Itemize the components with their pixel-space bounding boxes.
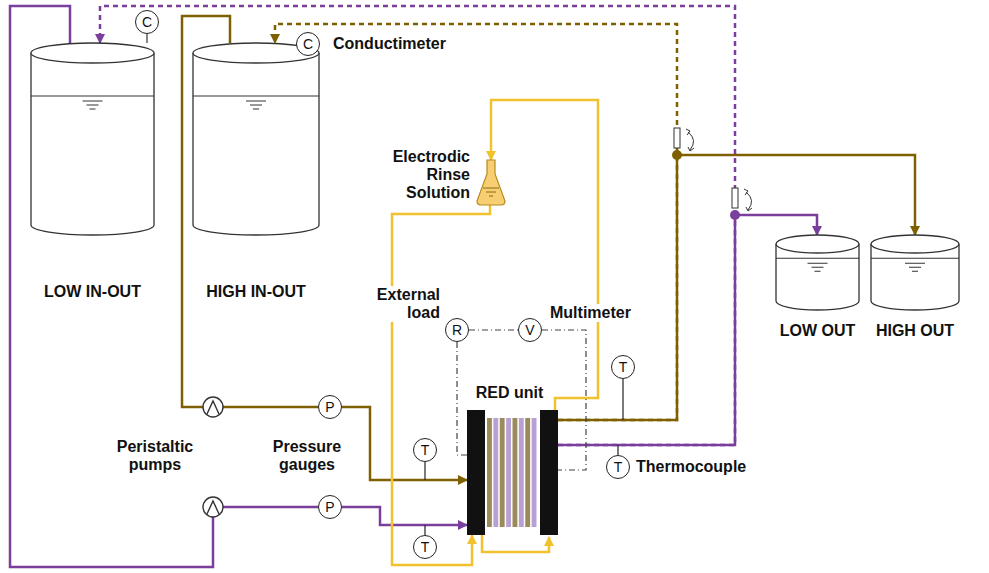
pipe-line bbox=[100, 6, 735, 445]
instrument-circle: R bbox=[445, 318, 469, 342]
shape-outline bbox=[467, 410, 558, 535]
shape-outline bbox=[192, 43, 320, 235]
wire bbox=[469, 329, 518, 330]
liquid-level bbox=[483, 188, 499, 196]
pipe-line bbox=[392, 205, 490, 565]
instrument-letter: P bbox=[325, 400, 334, 414]
instrument-circle: T bbox=[413, 535, 437, 559]
tank-top bbox=[776, 235, 859, 253]
instrument-circle: C bbox=[135, 10, 159, 34]
tank-label: HIGH IN-OUT bbox=[206, 283, 306, 301]
storage-tank: LOW OUT bbox=[775, 235, 860, 310]
instrument-letter: T bbox=[614, 460, 623, 474]
storage-tank: HIGH IN-OUT bbox=[192, 43, 320, 235]
sensor-lead bbox=[146, 34, 147, 43]
instrument-letter: V bbox=[525, 323, 534, 337]
pipe-line bbox=[10, 6, 318, 567]
shape-outline bbox=[476, 160, 506, 205]
level-marks bbox=[905, 263, 925, 271]
annotation-label: Pressure gauges bbox=[262, 438, 352, 474]
level-marks bbox=[808, 263, 828, 271]
instrument-circle: V bbox=[518, 318, 542, 342]
water-level bbox=[193, 96, 319, 97]
instrument-letter: C bbox=[303, 37, 313, 51]
red-stack: RED unit bbox=[467, 410, 558, 535]
pipe-line bbox=[342, 507, 467, 525]
water-level bbox=[871, 258, 959, 259]
annotation-label: Peristaltic pumps bbox=[105, 438, 205, 474]
annotation-label: Conductimeter bbox=[333, 35, 473, 53]
instrument-circle: C bbox=[296, 32, 320, 56]
instrument-letter: T bbox=[421, 443, 430, 457]
instrument-circle: T bbox=[611, 355, 635, 379]
storage-tank: HIGH OUT bbox=[870, 235, 960, 310]
tank-top bbox=[871, 235, 959, 253]
tank-body bbox=[871, 244, 959, 310]
shape-outline bbox=[775, 235, 860, 310]
tank-label: LOW OUT bbox=[780, 322, 856, 340]
annotation-label: Thermocouple bbox=[636, 458, 756, 476]
water-level bbox=[776, 258, 859, 259]
tank-body bbox=[776, 244, 859, 310]
tank-top bbox=[31, 43, 154, 63]
storage-tank: LOW IN-OUT bbox=[30, 43, 155, 235]
pipe-line bbox=[491, 100, 598, 410]
instrument-letter: T bbox=[619, 360, 628, 374]
instrument-letter: T bbox=[421, 540, 430, 554]
membrane-stack bbox=[487, 418, 537, 527]
instrument-letter: P bbox=[325, 500, 334, 514]
rinse-bottle bbox=[477, 160, 505, 205]
instrument-circle: T bbox=[606, 455, 630, 479]
pipe-line bbox=[182, 16, 318, 407]
tank-label: LOW IN-OUT bbox=[44, 283, 141, 301]
tank-body bbox=[193, 53, 319, 235]
end-plate bbox=[540, 410, 558, 535]
rinse-tank: Electrodic Rinse Solution bbox=[476, 160, 506, 205]
level-marks bbox=[246, 101, 266, 109]
unit-label: RED unit bbox=[476, 384, 544, 402]
three-way-valve bbox=[672, 128, 752, 220]
pump-symbol bbox=[203, 397, 223, 517]
wire bbox=[457, 342, 467, 455]
annotation-label: Multimeter bbox=[548, 304, 633, 322]
instrument-circle: T bbox=[413, 438, 437, 462]
tank-label: HIGH OUT bbox=[876, 322, 954, 340]
instrument-circle: P bbox=[318, 395, 342, 419]
pipe-line bbox=[275, 24, 677, 420]
water-level bbox=[31, 96, 154, 97]
shape-outline bbox=[870, 235, 960, 310]
level-marks bbox=[83, 101, 103, 109]
shape-outline bbox=[30, 43, 155, 235]
pipe-line bbox=[342, 407, 467, 480]
instrument-letter: C bbox=[142, 15, 152, 29]
end-plate bbox=[467, 410, 485, 535]
rinse-label: Electrodic Rinse Solution bbox=[384, 148, 470, 202]
tank-body bbox=[31, 53, 154, 235]
thermocouple-leaders bbox=[425, 379, 623, 535]
pipe-line bbox=[558, 155, 915, 420]
rinse-loop bbox=[482, 535, 549, 552]
instrument-circle: P bbox=[318, 495, 342, 519]
annotation-label: External load bbox=[354, 286, 442, 322]
instrument-letter: R bbox=[452, 323, 462, 337]
